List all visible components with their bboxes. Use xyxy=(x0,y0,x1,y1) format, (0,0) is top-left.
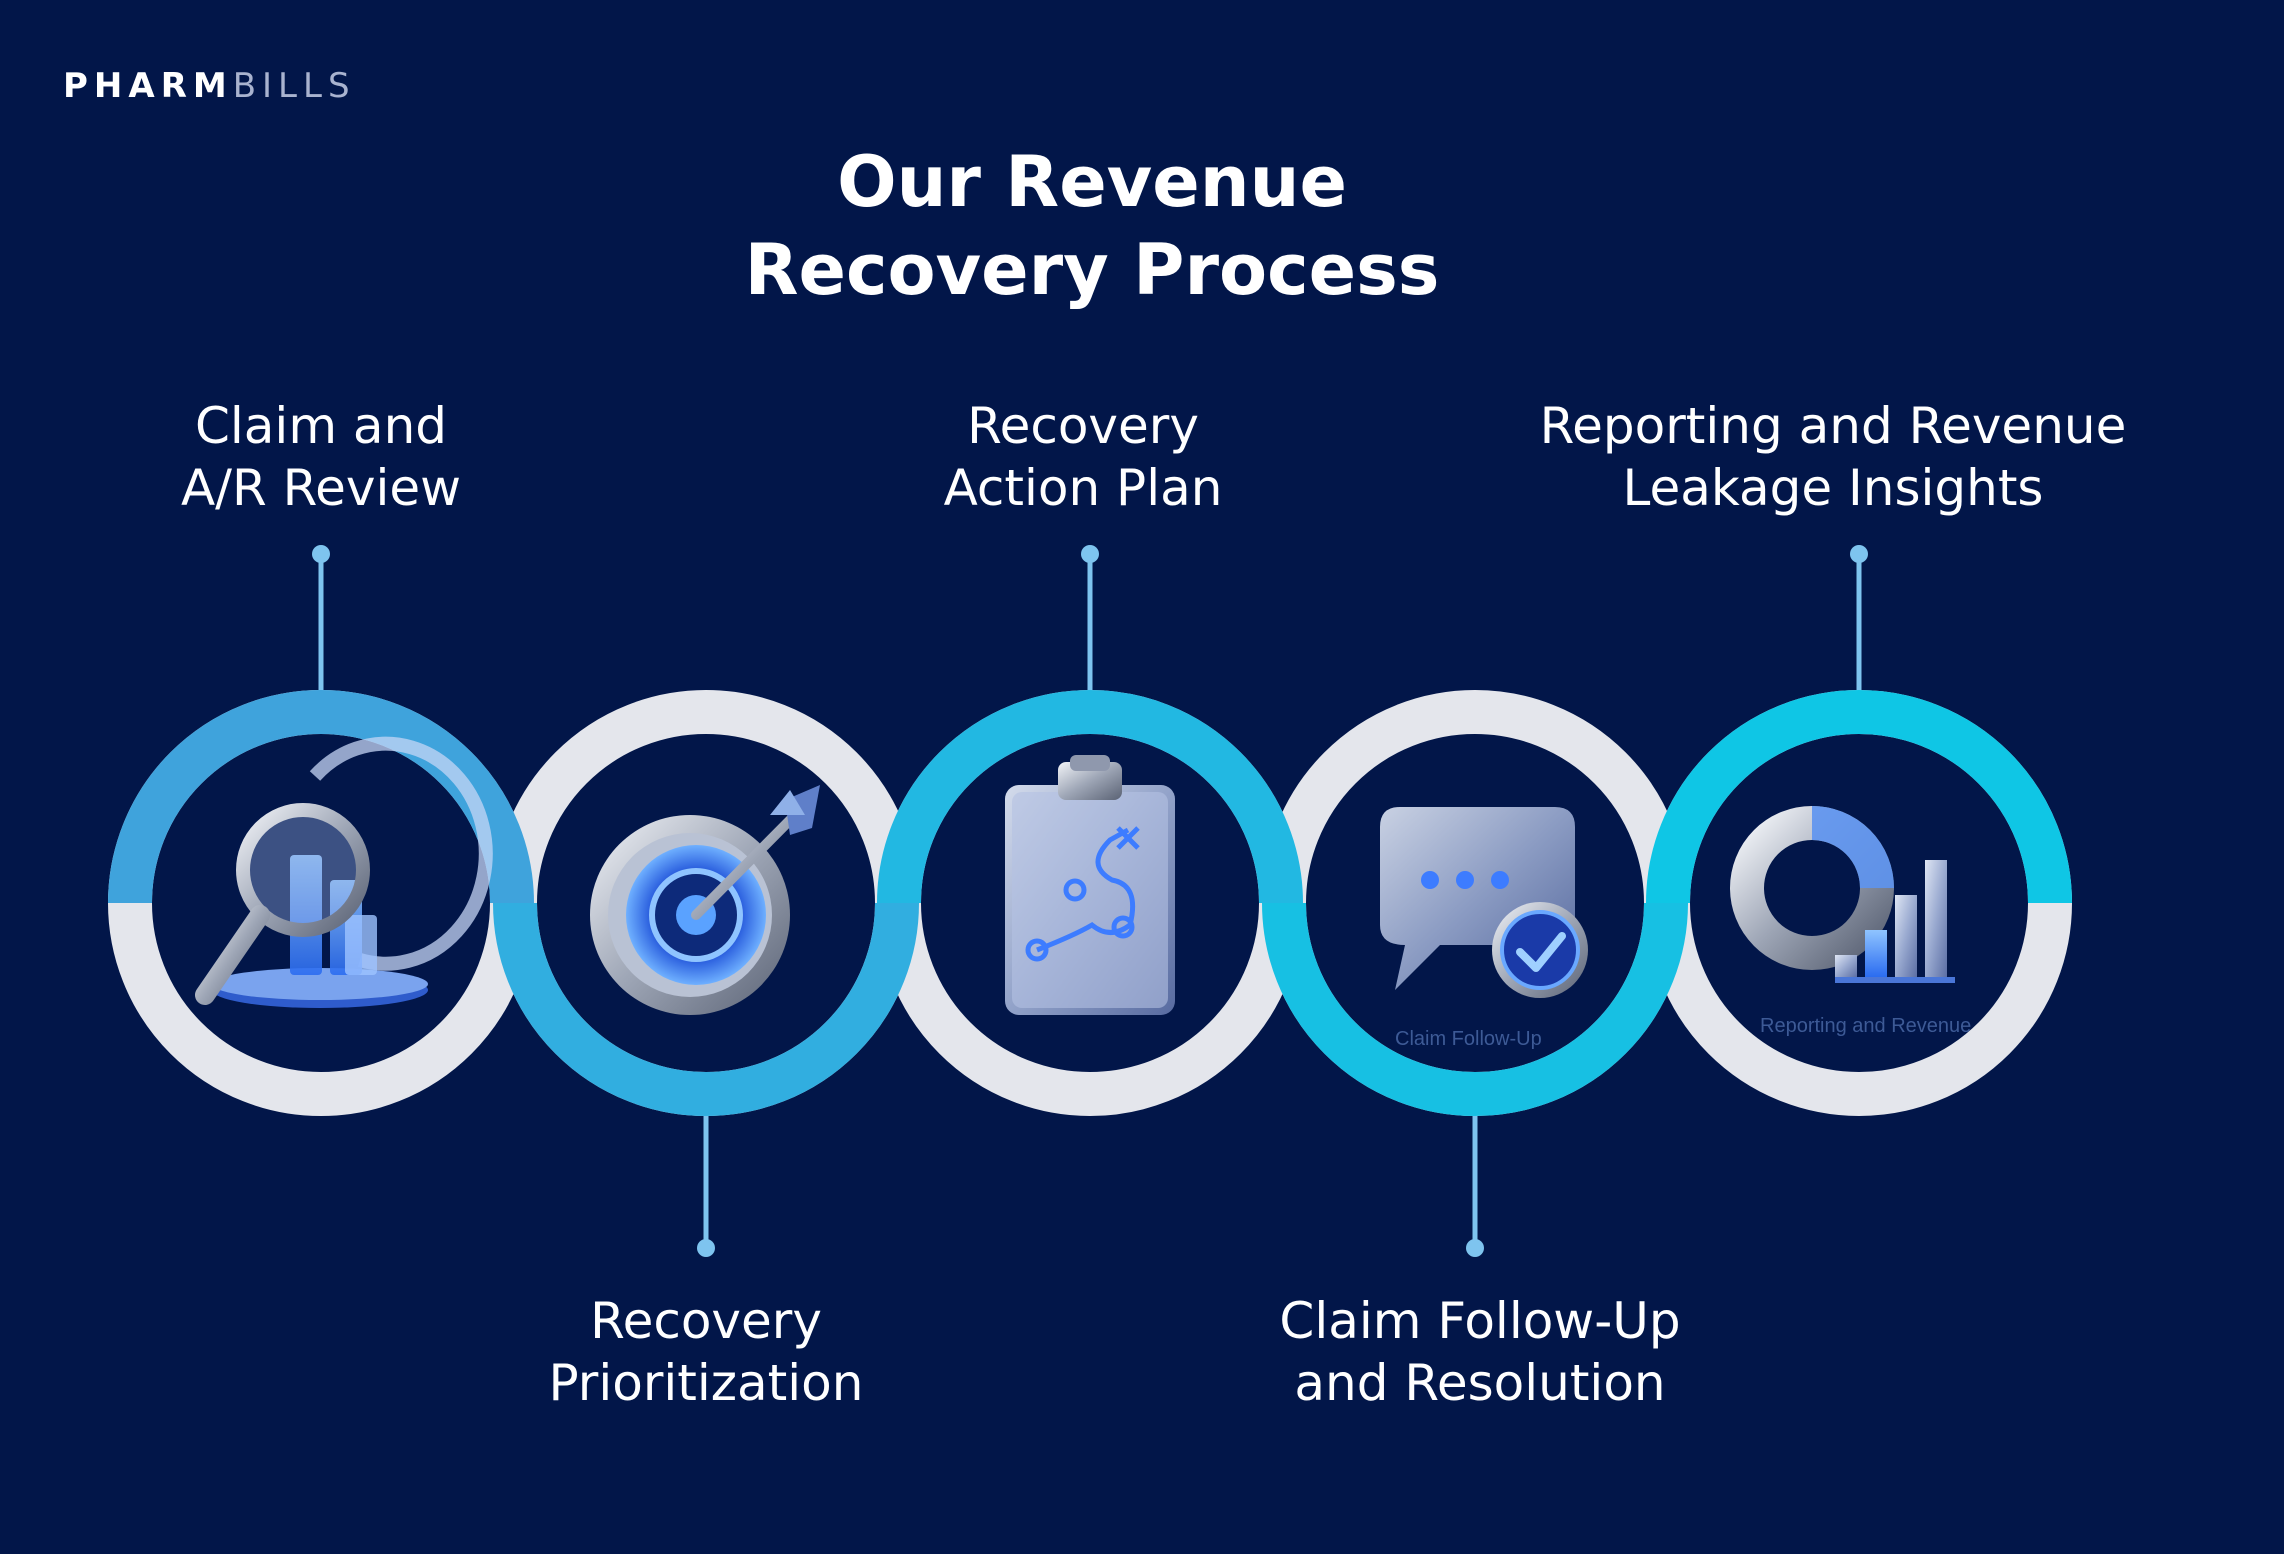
connector-step-5 xyxy=(1850,545,1868,690)
step-4-label-line-2: and Resolution xyxy=(1294,1354,1666,1412)
step-3-label-line-2: Action Plan xyxy=(943,459,1223,517)
step-4-label: Claim Follow-Up and Resolution xyxy=(1279,1290,1680,1414)
clipboard-plan-icon xyxy=(1005,755,1175,1015)
logo-part-bills: BILLS xyxy=(232,66,356,106)
connector-step-2 xyxy=(697,1115,715,1257)
step-5-label: Reporting and Revenue Leakage Insights xyxy=(1540,395,2127,519)
step-2-label-line-1: Recovery xyxy=(590,1292,822,1350)
ring-arc-2 xyxy=(493,902,919,1116)
icon-caption-step-4: Claim Follow-Up xyxy=(1395,1028,1542,1050)
step-1-label: Claim and A/R Review xyxy=(181,395,461,519)
step-5-label-line-2: Leakage Insights xyxy=(1622,459,2044,517)
step-1-label-line-2: A/R Review xyxy=(180,459,462,517)
pharmbills-logo: PHARMBILLS xyxy=(63,66,356,106)
step-4-label-line-1: Claim Follow-Up xyxy=(1279,1292,1681,1350)
ring-arc-3 xyxy=(877,690,1303,904)
donut-bar-chart-icon: Reporting and Revenue xyxy=(1730,806,1971,1037)
page-title: Our Revenue Recovery Process xyxy=(0,138,2184,314)
title-line-2: Recovery Process xyxy=(744,229,1440,311)
connector-step-3 xyxy=(1081,545,1099,690)
icon-caption-step-5: Reporting and Revenue xyxy=(1760,1015,1971,1037)
ring-arc-1 xyxy=(108,690,534,904)
step-3-label-line-1: Recovery xyxy=(967,397,1199,455)
chat-check-icon: Claim Follow-Up xyxy=(1380,807,1588,1050)
connector-step-1 xyxy=(312,545,330,690)
ring-arc-4 xyxy=(1262,902,1688,1116)
step-3-label: Recovery Action Plan xyxy=(944,395,1223,519)
title-line-1: Our Revenue xyxy=(837,141,1347,223)
step-2-label: Recovery Prioritization xyxy=(549,1290,864,1414)
step-1-label-line-1: Claim and xyxy=(194,397,448,455)
ring-arc-layer xyxy=(108,690,2072,1116)
step-5-label-line-1: Reporting and Revenue xyxy=(1539,397,2127,455)
logo-part-pharm: PHARM xyxy=(63,66,233,106)
magnifier-chart-icon xyxy=(195,736,493,1008)
step-2-label-line-2: Prioritization xyxy=(548,1354,864,1412)
target-arrow-icon xyxy=(590,785,820,1015)
connector-step-4 xyxy=(1466,1115,1484,1257)
ring-arc-5 xyxy=(1646,690,2072,904)
